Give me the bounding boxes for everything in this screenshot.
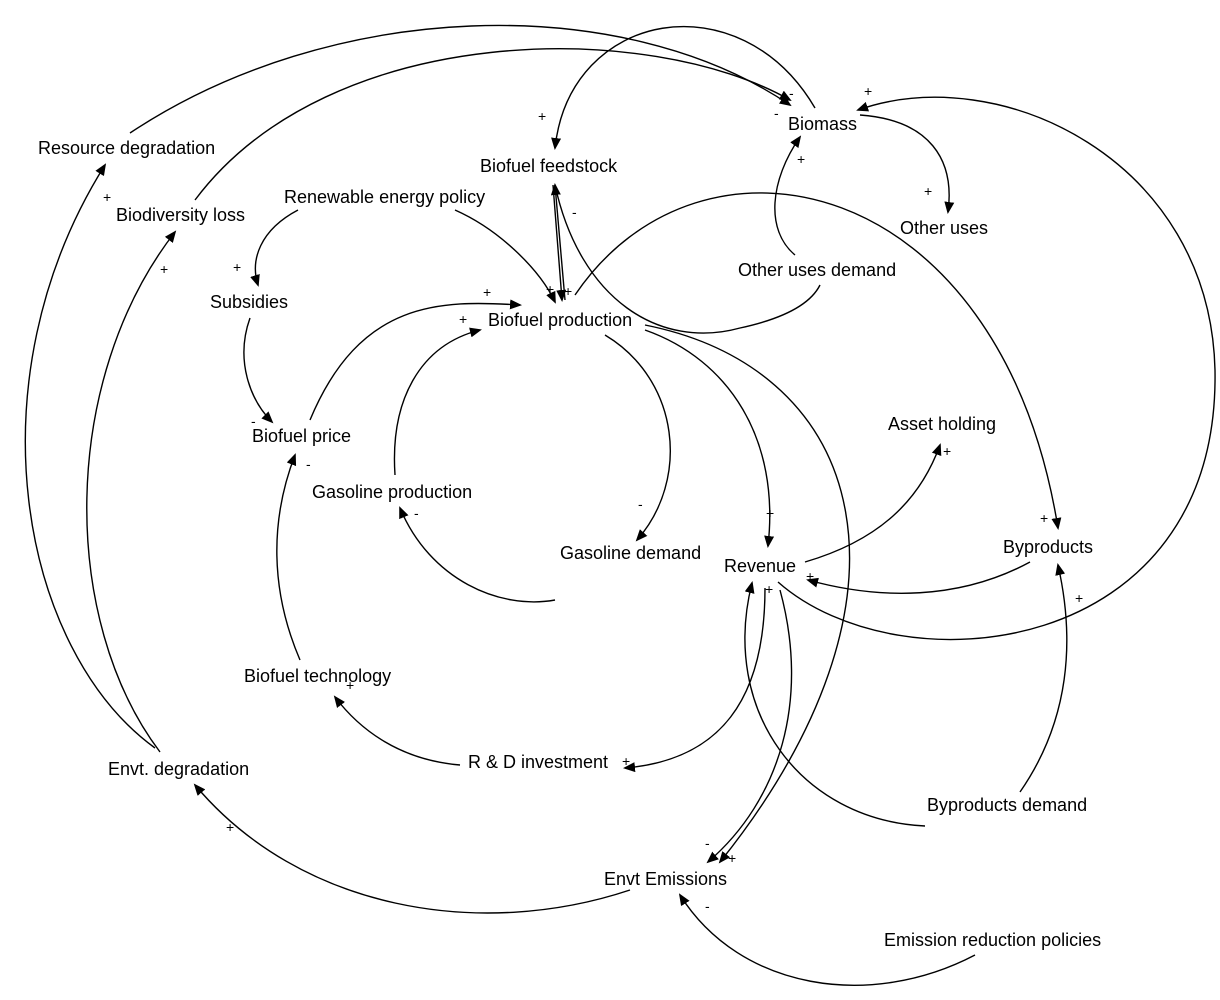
link-resource-degradation-to-biomass	[129, 24, 792, 134]
link-biomass-to-other-uses	[859, 114, 955, 214]
sign-biodiversity-loss: +	[160, 261, 168, 277]
node-biofuel-technology: Biofuel technology	[244, 666, 391, 686]
sign-production-a: +	[483, 284, 491, 300]
sign-byproducts-a: +	[1040, 510, 1048, 526]
link-biofuel-production-to-revenue	[644, 329, 775, 548]
nodes: Resource degradation Biodiversity loss R…	[38, 114, 1101, 950]
sign-biomass-c: +	[864, 83, 872, 99]
sign-rd-investment: +	[622, 753, 630, 769]
link-revenue-to-asset-holding	[804, 443, 942, 563]
link-feedstock-to-other-uses-demand	[554, 184, 821, 334]
link-byproducts-to-revenue	[806, 561, 1031, 594]
sign-envt-degradation: +	[226, 819, 234, 835]
link-revenue-to-envt-emissions	[706, 589, 793, 864]
sign-gasoline-demand: -	[638, 496, 643, 512]
node-other-uses-demand: Other uses demand	[738, 260, 896, 280]
node-resource-degradation: Resource degradation	[38, 138, 215, 158]
node-biofuel-feedstock: Biofuel feedstock	[480, 156, 618, 176]
link-biofuel-production-to-gasoline-demand	[604, 334, 671, 542]
sign-revenue-a: +	[766, 505, 774, 521]
link-gasoline-production-to-biofuel-production	[393, 327, 482, 476]
node-byproducts-demand: Byproducts demand	[927, 795, 1087, 815]
node-rd-investment: R & D investment	[468, 752, 608, 772]
node-byproducts: Byproducts	[1003, 537, 1093, 557]
sign-revenue-b: +	[806, 568, 814, 584]
node-envt-emissions: Envt Emissions	[604, 869, 727, 889]
node-biofuel-production: Biofuel production	[488, 310, 632, 330]
link-policy-to-biofuel-production	[454, 209, 556, 304]
sign-envt-emissions-c: -	[705, 898, 710, 914]
link-revenue-to-biomass	[777, 96, 1216, 641]
sign-biomass-b: -	[774, 105, 779, 121]
link-emission-policies-to-envt-emissions	[678, 893, 976, 986]
sign-byproducts-b: +	[1075, 590, 1083, 606]
link-envt-degradation-to-resource-degradation	[24, 163, 156, 749]
sign-gasoline-production: -	[414, 505, 419, 521]
node-gasoline-demand: Gasoline demand	[560, 543, 701, 563]
link-subsidies-to-biofuel-price	[243, 317, 274, 424]
link-byproducts-demand-to-revenue	[744, 581, 926, 827]
node-biomass: Biomass	[788, 114, 857, 134]
node-subsidies: Subsidies	[210, 292, 288, 312]
link-envt-degradation-to-biodiversity-loss	[86, 230, 177, 753]
link-biofuel-production-to-envt-emissions	[644, 324, 851, 864]
link-policy-to-subsidies	[250, 209, 299, 287]
node-envt-degradation: Envt. degradation	[108, 759, 249, 779]
sign-biomass-d: +	[797, 151, 805, 167]
link-biofuel-price-to-biofuel-production	[309, 299, 522, 421]
node-biofuel-price: Biofuel price	[252, 426, 351, 446]
node-gasoline-production: Gasoline production	[312, 482, 472, 502]
sign-revenue-c: +	[765, 581, 773, 597]
sign-feedstock-top: +	[538, 108, 546, 124]
sign-biofuel-price-b: -	[306, 456, 311, 472]
link-biodiversity-loss-to-biomass	[194, 48, 792, 201]
sign-resource-degradation: +	[103, 189, 111, 205]
polarity-signs: - - + + + - + + + + + + + + - - - - + + …	[103, 83, 1083, 914]
node-emission-reduction-policies: Emission reduction policies	[884, 930, 1101, 950]
link-envt-emissions-to-envt-degradation	[193, 783, 631, 914]
node-biodiversity-loss: Biodiversity loss	[116, 205, 245, 225]
sign-biofuel-technology: +	[346, 677, 354, 693]
sign-production-b: +	[546, 281, 554, 297]
sign-other-uses: +	[924, 183, 932, 199]
node-renewable-energy-policy: Renewable energy policy	[284, 187, 485, 207]
link-other-uses-demand-to-biomass	[774, 135, 802, 256]
node-other-uses: Other uses	[900, 218, 988, 238]
sign-feedstock-side: -	[572, 204, 577, 220]
sign-envt-emissions-b: +	[728, 850, 736, 866]
link-technology-to-biofuel-price	[276, 453, 301, 661]
link-feedstock-to-biofuel-production	[552, 184, 567, 302]
sign-production-c: +	[564, 283, 572, 299]
sign-biomass-a: -	[789, 85, 794, 101]
sign-production-d: +	[459, 311, 467, 327]
link-biofuel-production-to-feedstock	[550, 183, 566, 301]
sign-subsidies: +	[233, 259, 241, 275]
node-revenue: Revenue	[724, 556, 796, 576]
link-gasoline-demand-to-gasoline-production	[399, 506, 556, 603]
link-byproducts-demand-to-byproducts	[1019, 563, 1068, 793]
link-rd-investment-to-biofuel-technology	[333, 695, 461, 766]
links	[24, 24, 1216, 986]
link-biomass-to-biofuel-feedstock	[551, 25, 816, 150]
sign-envt-emissions-a: -	[705, 835, 710, 851]
node-asset-holding: Asset holding	[888, 414, 996, 434]
sign-asset-holding: +	[943, 443, 951, 459]
link-biofuel-production-to-byproducts	[574, 192, 1062, 530]
link-revenue-to-rd-investment	[623, 587, 766, 773]
sign-biofuel-price-a: -	[251, 413, 256, 429]
